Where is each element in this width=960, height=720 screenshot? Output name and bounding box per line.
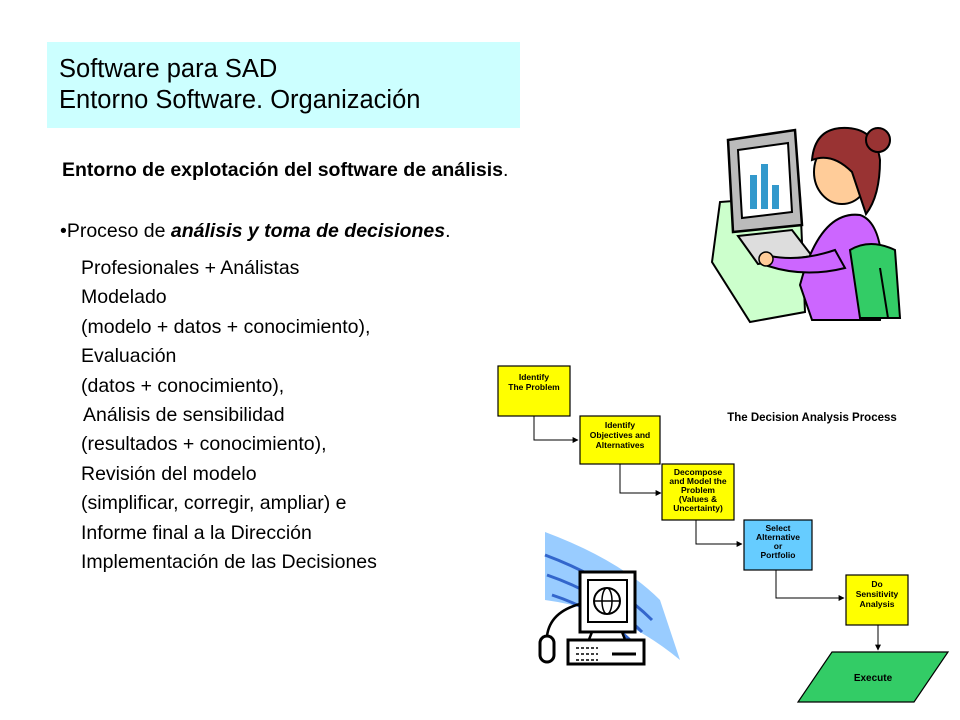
box3-line: Problem	[681, 485, 715, 495]
section-heading: Entorno de explotación del software de a…	[62, 159, 508, 182]
step-item: Análisis de sensibilidad	[83, 404, 285, 427]
step-item: Revisión del modelo	[81, 462, 257, 485]
title-box: Software para SAD Entorno Software. Orga…	[47, 42, 520, 128]
box3-line: (Values &	[679, 494, 717, 504]
box4-line: or	[774, 541, 783, 551]
flow-box-select-alternative	[743, 519, 813, 571]
title-line-2: Entorno Software. Organización	[59, 86, 421, 114]
step-item: Implementación de las Decisiones	[81, 551, 377, 574]
flow-box-decompose-model	[661, 463, 735, 521]
bullet-marker: •	[60, 220, 67, 242]
box1-line: The Problem	[508, 382, 560, 392]
section-heading-text: Entorno de explotación del software de a…	[62, 159, 504, 181]
bullet-emphasis: análisis y toma de decisiones	[170, 220, 446, 242]
box4-line: Alternative	[756, 532, 800, 542]
process-steps-list: Profesionales + Análistas Modelado (mode…	[81, 254, 377, 577]
flow-box-identify-problem	[497, 365, 571, 417]
step-item: Profesionales + Análistas	[81, 257, 300, 279]
globe-terminal-icon	[538, 532, 680, 666]
step-item: Informe final a la Dirección	[81, 521, 312, 544]
bullet-prefix: Proceso de	[66, 220, 171, 242]
box4-line: Portfolio	[761, 550, 796, 560]
box2-line: Alternatives	[596, 440, 645, 450]
step-item: (modelo + datos + conocimiento),	[81, 315, 371, 338]
box3-line: and Model the	[669, 476, 726, 486]
section-heading-period: .	[503, 159, 509, 181]
box1-line: Identify	[519, 372, 549, 382]
box5-line: Analysis	[860, 599, 895, 609]
box4-line: Select	[765, 523, 790, 533]
box5-line: Do	[871, 579, 882, 589]
flow-box-sensitivity	[845, 574, 909, 626]
decision-analysis-diagram: The Decision Analysis Process Identify T…	[497, 365, 950, 703]
flow-execute-label: Execute	[854, 673, 893, 684]
bullet-suffix: .	[445, 220, 451, 242]
step-item: (resultados + conocimiento),	[81, 433, 327, 456]
woman-at-computer-icon	[710, 126, 902, 324]
step-item: Evaluación	[81, 345, 177, 368]
flow-execute-shape	[796, 651, 950, 703]
step-item: Modelado	[81, 286, 167, 309]
bullet-process: •Proceso de análisis y toma de decisione…	[60, 220, 451, 243]
step-item: (simplificar, corregir, ampliar) e	[81, 492, 347, 515]
step-item: (datos + conocimiento),	[81, 374, 285, 397]
box3-line: Uncertainty)	[673, 503, 723, 513]
box5-line: Sensitivity	[856, 589, 899, 599]
diagram-title: The Decision Analysis Process	[727, 412, 897, 424]
title-line-1: Software para SAD	[59, 55, 278, 83]
flow-box-identify-objectives	[579, 415, 661, 465]
box2-line: Objectives and	[590, 430, 650, 440]
box2-line: Identify	[605, 420, 635, 430]
box3-line: Decompose	[674, 467, 722, 477]
